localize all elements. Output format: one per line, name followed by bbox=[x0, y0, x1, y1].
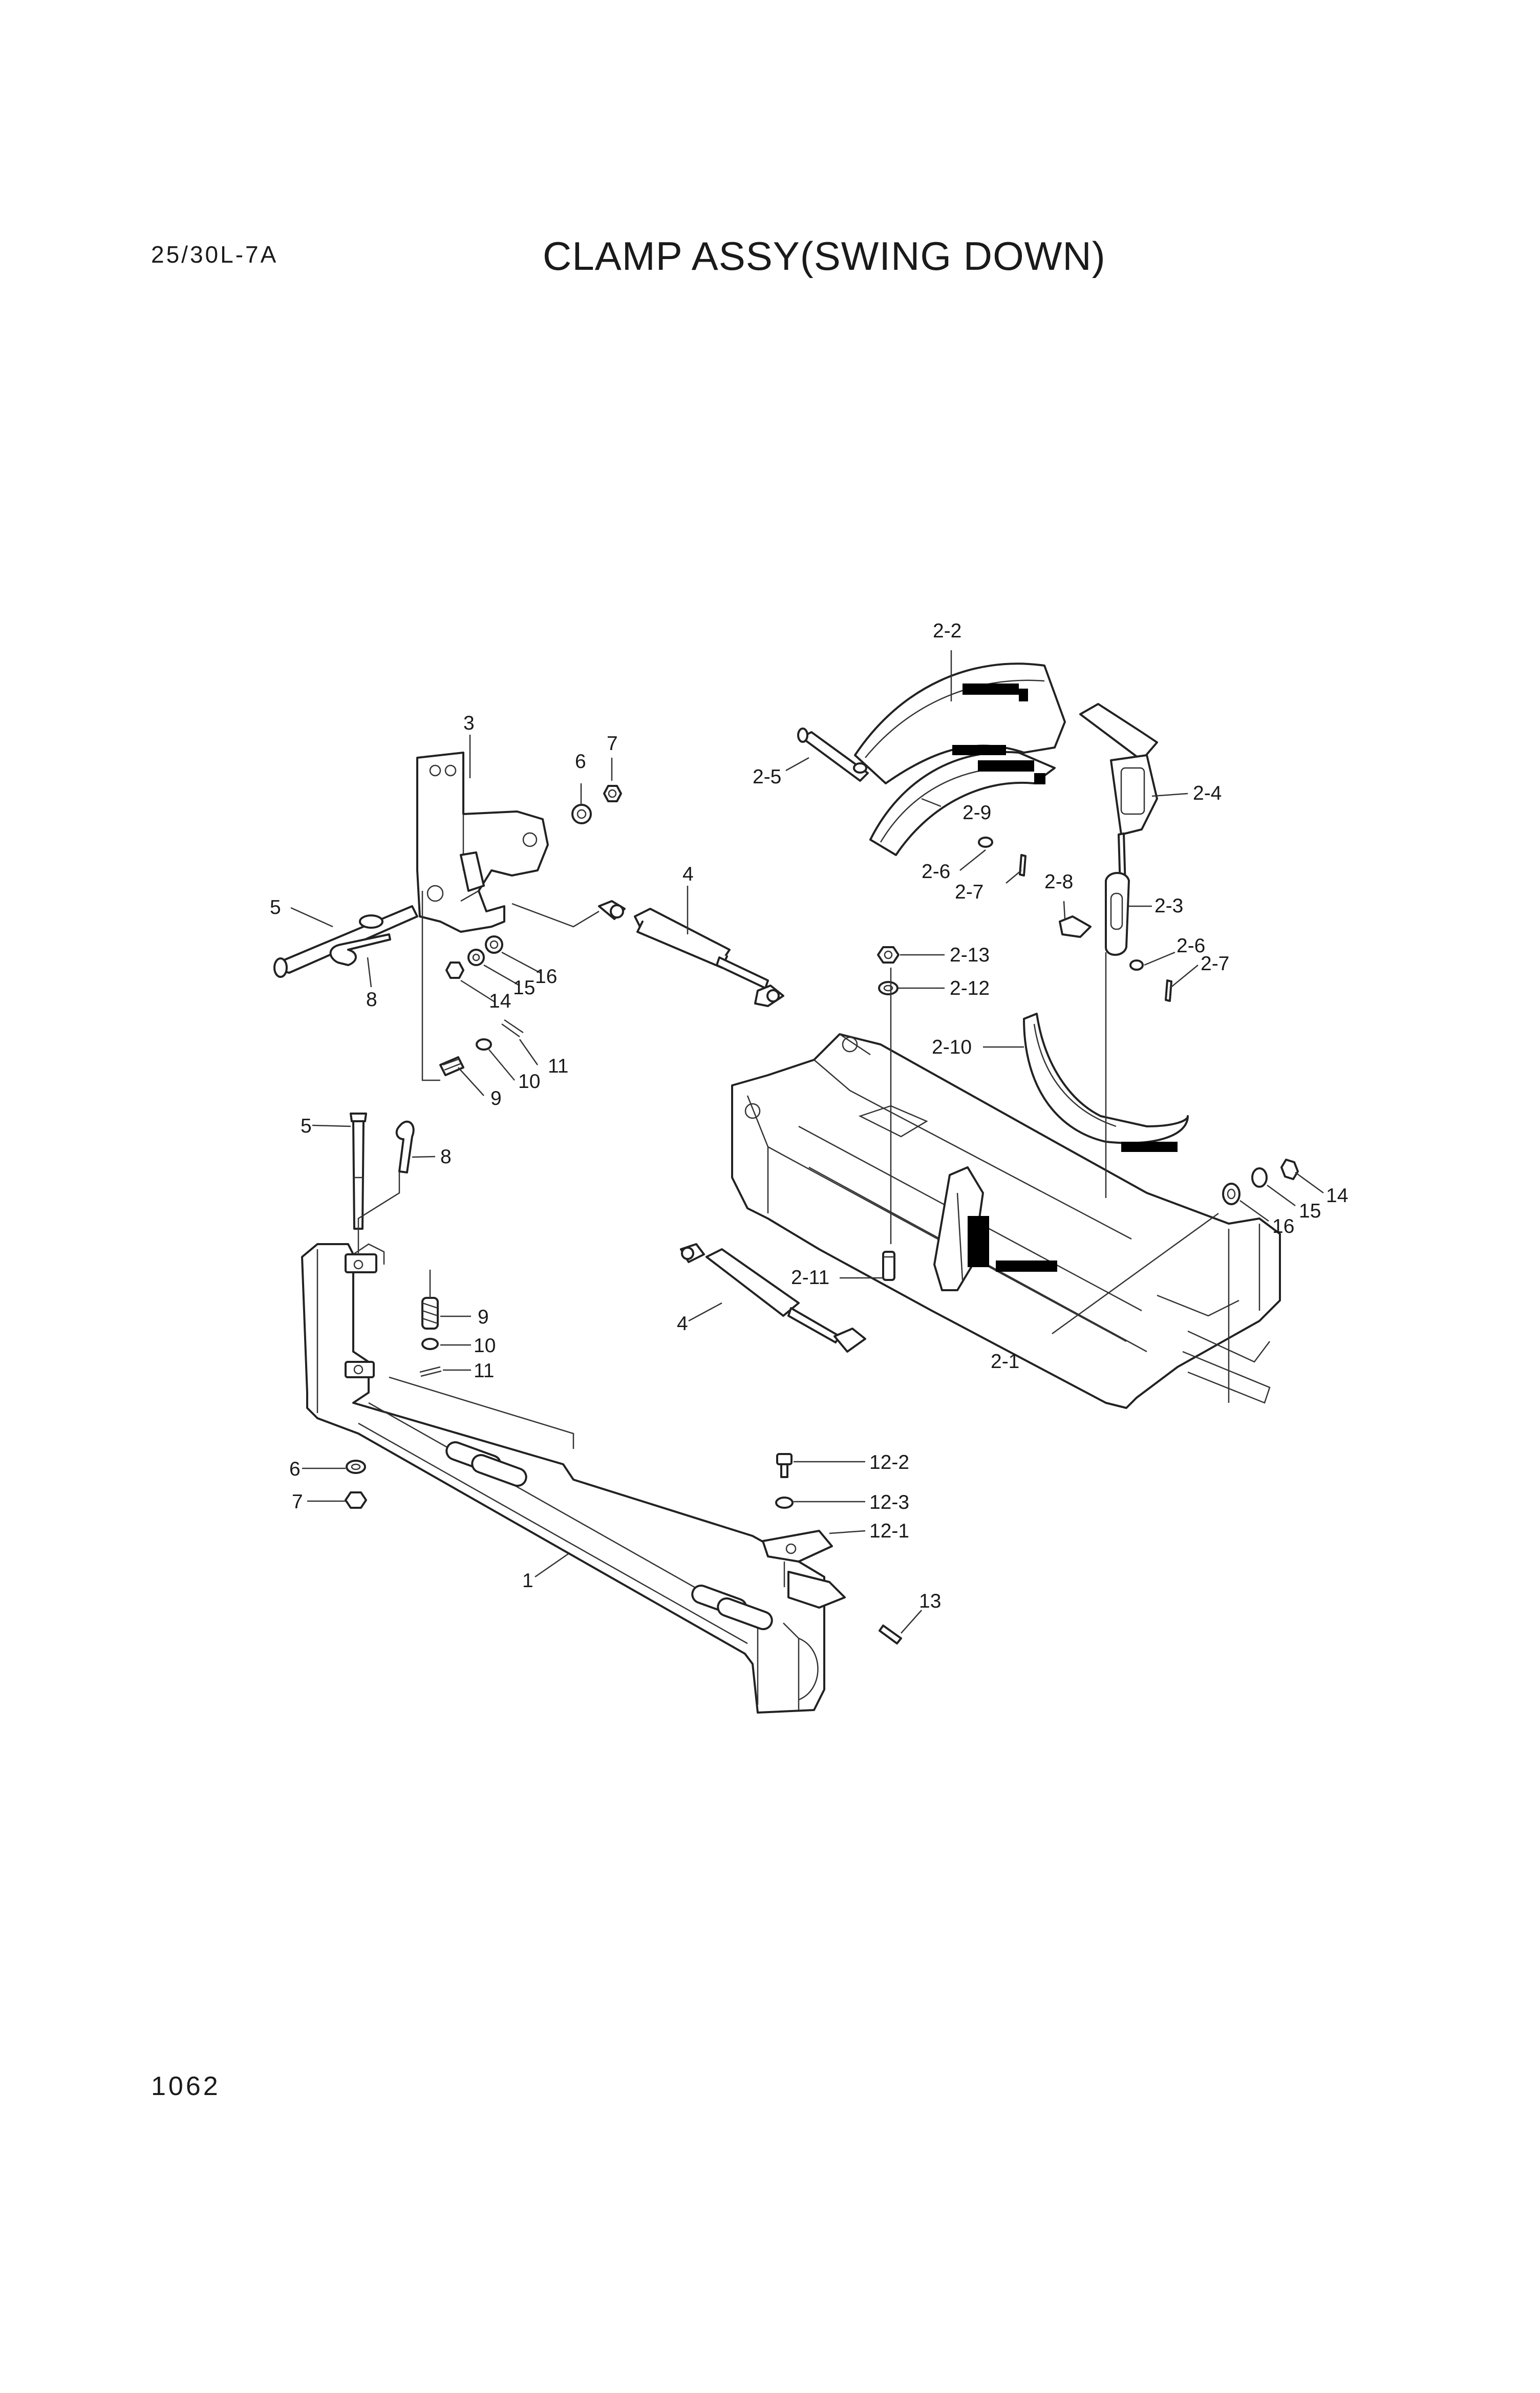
callout-12-1: 12-1 bbox=[869, 1520, 909, 1542]
part-4-gas-spring-upper bbox=[598, 900, 784, 1007]
callout-9: 9 bbox=[490, 1087, 502, 1109]
callout-16: 16 bbox=[1272, 1215, 1294, 1237]
callout-10: 10 bbox=[474, 1335, 496, 1357]
lower-right-hardware bbox=[762, 1453, 902, 1644]
callout-2-10: 2-10 bbox=[932, 1036, 972, 1058]
callout-11: 11 bbox=[548, 1055, 569, 1077]
part-2-4-latch bbox=[1079, 703, 1158, 888]
callout-2-7: 2-7 bbox=[1201, 953, 1229, 975]
callout-13: 13 bbox=[919, 1590, 941, 1612]
leader-lines bbox=[290, 650, 1324, 1634]
callout-2-5: 2-5 bbox=[753, 766, 781, 788]
callout-7: 7 bbox=[292, 1491, 303, 1513]
callout-8: 8 bbox=[440, 1146, 452, 1168]
callout-2-3: 2-3 bbox=[1154, 895, 1183, 917]
callout-2-9: 2-9 bbox=[963, 802, 991, 824]
callout-16: 16 bbox=[535, 966, 557, 988]
callout-14: 14 bbox=[1326, 1185, 1348, 1207]
callout-6: 6 bbox=[289, 1458, 301, 1480]
callout-2-6: 2-6 bbox=[1177, 935, 1205, 957]
part-8-pin-upper bbox=[329, 933, 391, 966]
callout-2-12: 2-12 bbox=[950, 977, 990, 999]
callout-labels: 2-2 2-5 2-9 2-4 2-6 2-7 2-8 2-3 2-6 2-7 … bbox=[270, 620, 1348, 1612]
callout-2-6: 2-6 bbox=[922, 861, 950, 883]
callout-2-2: 2-2 bbox=[933, 620, 961, 642]
part-5-bolt-upper bbox=[273, 905, 418, 978]
part-8-pin-lower bbox=[395, 1120, 415, 1173]
callout-3: 3 bbox=[463, 712, 475, 734]
part-2-5-pin bbox=[797, 728, 1026, 877]
upper-left-hardware bbox=[439, 785, 622, 1076]
callout-12-3: 12-3 bbox=[869, 1491, 909, 1513]
part-2-10-guide bbox=[1023, 1013, 1189, 1144]
callout-2-11: 2-11 bbox=[791, 1267, 829, 1289]
model-code: 25/30L-7A bbox=[151, 241, 279, 268]
part-5-bolt-lower bbox=[350, 1113, 367, 1230]
callout-15: 15 bbox=[513, 977, 535, 999]
page-title: CLAMP ASSY(SWING DOWN) bbox=[543, 233, 1106, 279]
callout-5: 5 bbox=[301, 1115, 312, 1137]
callout-6: 6 bbox=[575, 751, 586, 773]
callout-12-2: 12-2 bbox=[869, 1451, 909, 1473]
callout-2-13: 2-13 bbox=[950, 944, 990, 966]
callout-15: 15 bbox=[1299, 1200, 1321, 1222]
callout-4: 4 bbox=[677, 1313, 688, 1335]
part-2-12-2-13-hardware bbox=[877, 946, 900, 995]
page-number: 1062 bbox=[151, 2071, 221, 2101]
callout-2-4: 2-4 bbox=[1193, 782, 1222, 804]
part-1-lower-frame bbox=[301, 1243, 846, 1714]
right-hardware bbox=[1222, 1159, 1299, 1205]
callout-1: 1 bbox=[522, 1570, 533, 1592]
callout-4: 4 bbox=[682, 863, 694, 885]
callout-9: 9 bbox=[478, 1306, 489, 1328]
callout-5: 5 bbox=[270, 896, 281, 918]
callout-2-7: 2-7 bbox=[955, 881, 983, 903]
lower-left-hardware bbox=[345, 1297, 442, 1509]
callout-2-8: 2-8 bbox=[1044, 871, 1073, 893]
redaction-marks bbox=[952, 683, 1178, 1272]
callout-8: 8 bbox=[366, 989, 377, 1011]
callout-7: 7 bbox=[607, 733, 618, 755]
part-3-bracket bbox=[416, 752, 549, 933]
callout-2-1: 2-1 bbox=[991, 1351, 1019, 1373]
callout-11: 11 bbox=[474, 1360, 495, 1382]
callout-10: 10 bbox=[518, 1071, 540, 1093]
callout-14: 14 bbox=[489, 990, 511, 1012]
part-4-gas-spring-lower bbox=[680, 1243, 866, 1353]
part-2-3-link bbox=[1059, 872, 1172, 1002]
